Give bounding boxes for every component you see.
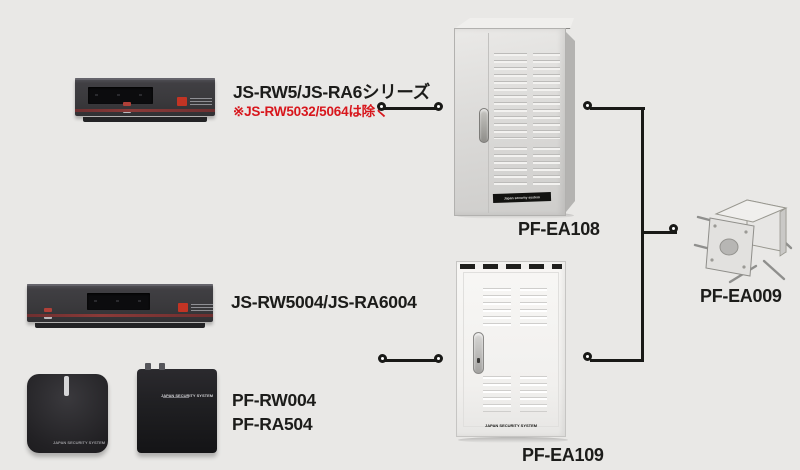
connector-line-ea109-right	[590, 359, 643, 362]
connector-node	[669, 224, 678, 233]
ea109-vent-upper-right	[520, 288, 547, 330]
ra504-antenna-connector	[159, 363, 165, 370]
label-recorder-series: JS-RW5/JS-RA6シリーズ	[233, 82, 430, 102]
ea109-door-seam	[463, 272, 559, 427]
bracket-body	[705, 199, 788, 277]
recorder-logo-text	[189, 98, 212, 105]
ra504-antenna-connector	[145, 363, 151, 370]
label-pf-ea108: PF-EA108	[518, 219, 600, 239]
ea108-side-face	[566, 32, 575, 212]
recorder-display-window	[87, 87, 154, 104]
ea109-vent-upper-left	[483, 288, 511, 330]
recorder-logo-text	[190, 304, 213, 311]
recorder-display-window	[86, 293, 150, 310]
label-recorder-4ch: JS-RW5004/JS-RA6004	[231, 292, 417, 312]
label-pf-ra504: PF-RA504	[232, 414, 313, 434]
recorder-js-rw5004-photo: JAPAN SECURITY SYSTEM	[27, 284, 213, 328]
ea109-vent-lower-right	[520, 376, 547, 412]
connector-line-units-ea109	[385, 359, 441, 362]
connector-line-to-ea009	[643, 231, 677, 234]
label-pf-ea009: PF-EA009	[700, 286, 782, 306]
ea109-brand-text: JAPAN SECURITY SYSTEM	[484, 423, 538, 428]
recorder-js-rw5-photo: JAPAN SECURITY SYSTEM	[75, 78, 215, 122]
ea108-front-face: Japan security system	[454, 28, 566, 216]
enclosure-pf-ea108-photo: Japan security system	[452, 18, 578, 218]
label-pf-rw004: PF-RW004	[232, 390, 316, 410]
ea109-keyhole	[477, 358, 480, 363]
connector-line-series-ea108	[384, 107, 441, 110]
recorder-top-edge	[27, 284, 213, 286]
recorder-logo-mark	[177, 97, 188, 106]
ea108-vent-lower-left	[494, 147, 527, 187]
ea108-vent-upper-left	[494, 53, 527, 139]
recorder-red-stripe	[27, 314, 213, 317]
recorder-base	[35, 323, 205, 328]
recorder-base	[83, 117, 207, 122]
connector-node	[434, 102, 443, 111]
connector-node	[434, 354, 443, 363]
ea109-door-handle	[473, 332, 484, 374]
recorder-logo-mark	[177, 303, 188, 312]
enclosure-pf-ea109-photo: JAPAN SECURITY SYSTEM	[456, 261, 566, 437]
connector-node	[377, 102, 386, 111]
receiver-unit-pf-ra504-photo: JAPAN SECURITY SYSTEM	[137, 363, 217, 453]
ea108-vent-upper-right	[533, 53, 560, 139]
ea108-door-handle	[479, 108, 489, 143]
rw004-brand-text: JAPAN SECURITY SYSTEM	[53, 440, 106, 445]
ea109-top-edge	[460, 264, 562, 269]
recorder-red-stripe	[75, 109, 215, 112]
recorder-front-buttons	[122, 102, 131, 114]
ra504-label-text: JAPAN SECURITY SYSTEM	[161, 393, 214, 398]
ea109-vent-lower-left	[483, 376, 511, 412]
connector-node	[583, 101, 592, 110]
recorder-chassis: JAPAN SECURITY SYSTEM	[75, 78, 215, 116]
recorder-front-buttons	[43, 308, 52, 320]
ra504-label-lines	[163, 397, 189, 399]
connector-line-ea108-right	[590, 107, 645, 110]
connector-line-vertical	[641, 107, 644, 362]
connector-node	[378, 354, 387, 363]
label-pf-ea109: PF-EA109	[522, 445, 604, 465]
connector-node	[583, 352, 592, 361]
ea108-brand-badge: Japan security system	[492, 191, 552, 204]
recorder-top-edge	[75, 78, 215, 80]
rw004-front-stripe	[64, 376, 69, 396]
note-recorder-exclusion: ※JS-RW5032/5064は除く	[233, 104, 389, 119]
recorder-chassis: JAPAN SECURITY SYSTEM	[27, 284, 213, 322]
antenna-unit-pf-rw004-photo: JAPAN SECURITY SYSTEM	[27, 374, 108, 453]
bracket-pf-ea009-photo	[693, 199, 793, 284]
recorder-display-leds	[94, 300, 143, 302]
ea109-shadow	[458, 437, 568, 443]
ea108-vent-lower-right	[533, 147, 560, 187]
recorder-display-leds	[95, 94, 146, 96]
